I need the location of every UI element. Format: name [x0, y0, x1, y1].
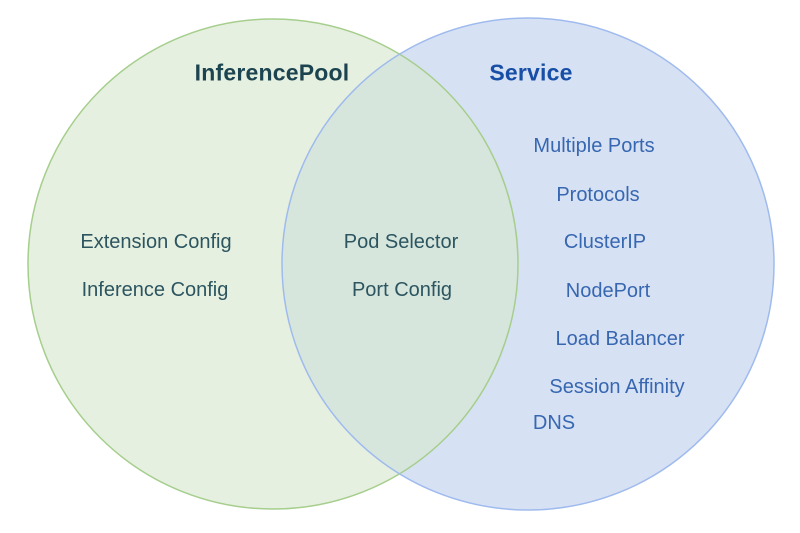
extension-config-item: Extension Config	[80, 231, 232, 253]
dns-item: DNS	[532, 412, 576, 434]
port-config-item: Port Config	[351, 279, 453, 301]
session-affinity-item: Session Affinity	[549, 376, 685, 398]
inference-config-item: Inference Config	[81, 279, 229, 301]
inferencepool-title: InferencePool	[194, 59, 350, 86]
load-balancer-item: Load Balancer	[555, 328, 685, 350]
multiple-ports-item: Multiple Ports	[533, 135, 655, 157]
nodeport-item: NodePort	[565, 280, 651, 302]
service-title: Service	[489, 59, 573, 86]
protocols-item: Protocols	[556, 184, 640, 206]
inferencepool-circle-outline	[27, 18, 519, 510]
clusterip-item: ClusterIP	[563, 231, 647, 253]
pod-selector-item: Pod Selector	[343, 231, 459, 253]
service-circle-outline	[281, 17, 775, 511]
overlap-region	[281, 54, 518, 474]
